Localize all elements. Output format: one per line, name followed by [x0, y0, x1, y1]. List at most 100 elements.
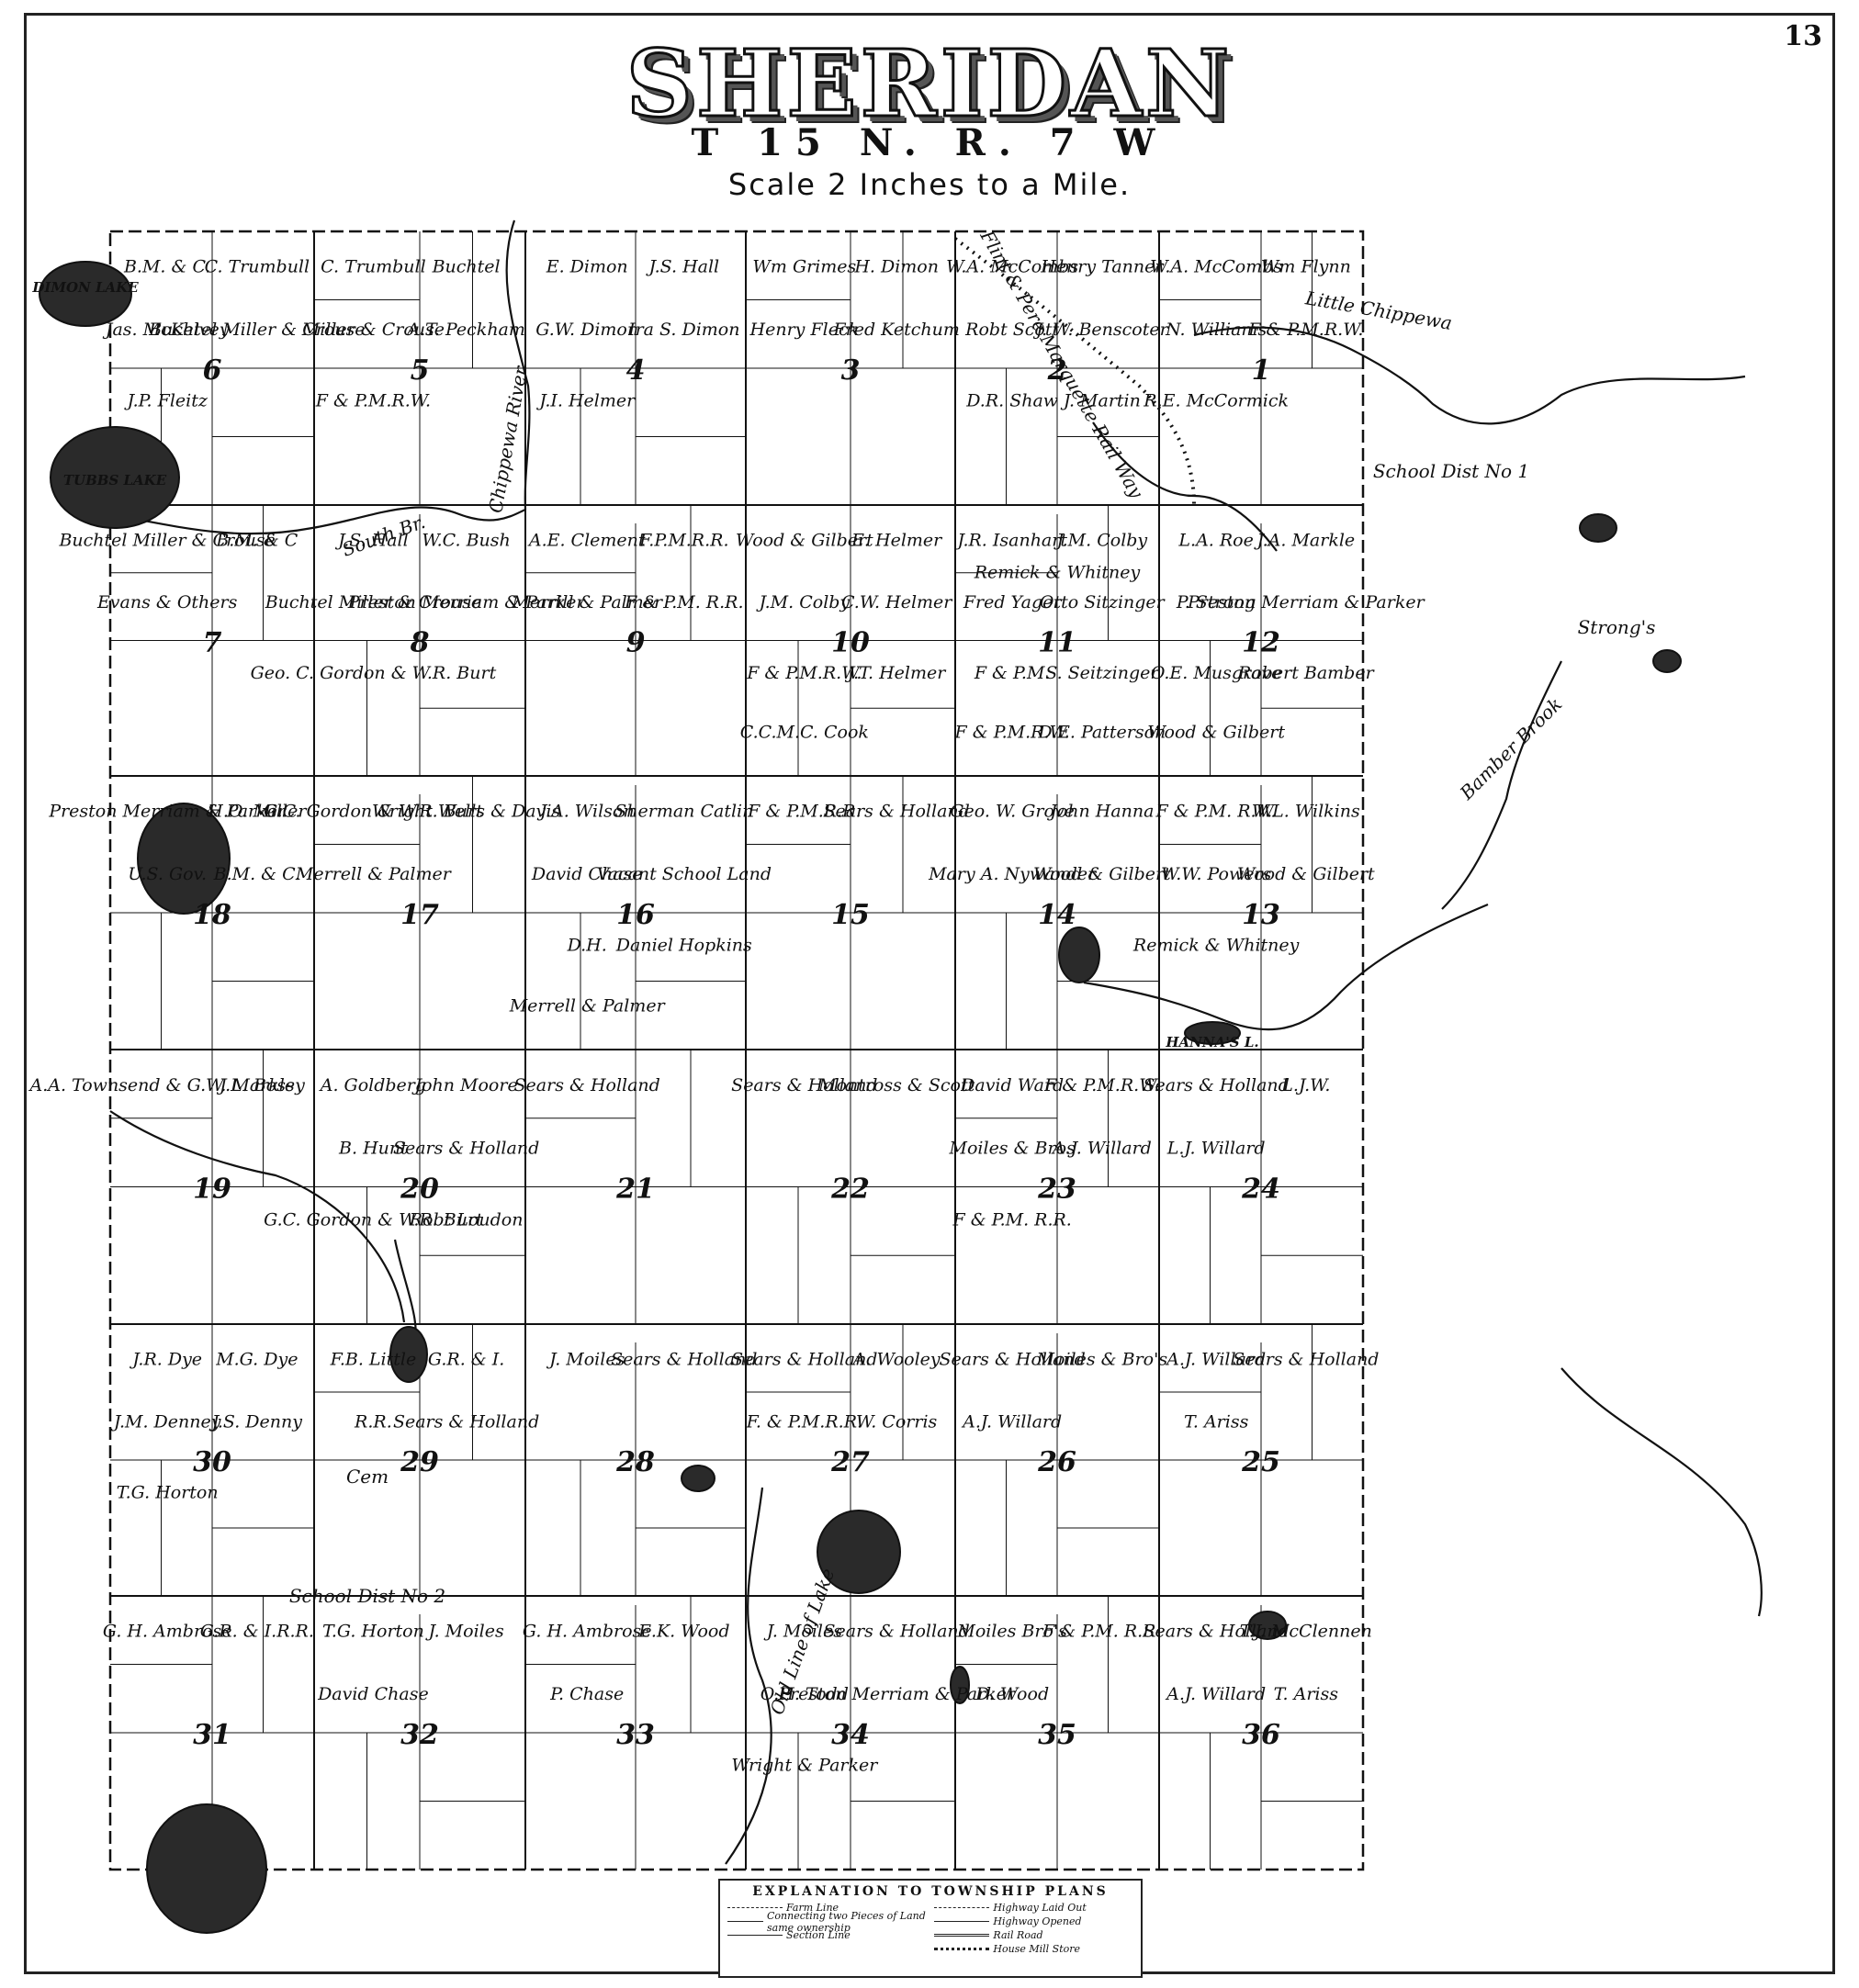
river: [1083, 903, 1489, 1031]
owner-label: F. & P.M.R.R.: [746, 1411, 862, 1432]
owner-label: J.A. Wilson: [536, 802, 635, 822]
section-number-7: 7: [203, 627, 222, 659]
owner-label: Buchtel: [432, 257, 501, 277]
owner-label: W.L. Wilkins: [1252, 802, 1360, 822]
owner-label: Sears & Holland: [824, 1622, 970, 1642]
owner-label: L.A. Roe: [1177, 530, 1253, 550]
owner-label: Geo. C. Gordon & W.R. Burt: [251, 663, 497, 683]
owner-label: Buchtel Miller & Crouse: [148, 320, 365, 340]
owner-label: A. Goldberg: [319, 1075, 426, 1095]
section-number-8: 8: [410, 627, 430, 659]
legend-item-house-mill-store: House Mill Store: [934, 1942, 1133, 1956]
river: [109, 1110, 406, 1323]
legend-title: EXPLANATION TO TOWNSHIP PLANS: [752, 1884, 1109, 1899]
owner-label: Wood & Gilbert: [736, 530, 873, 550]
owner-label: W.W. Powers: [1161, 864, 1272, 884]
owner-label: Preston Merriam & Parker: [48, 802, 287, 822]
owner-label: B.M. & C.: [123, 257, 210, 277]
owner-label: J.M. Colby: [1053, 530, 1148, 550]
strongs-label: Strong's: [1578, 616, 1656, 638]
page-number: 13: [1784, 20, 1822, 52]
owner-label: C.C.M.C. Cook: [740, 723, 869, 743]
owner-label: F & P.M.R.W.: [1043, 1075, 1159, 1095]
owner-label: G.C. Gordon & W.R. Burt: [264, 802, 483, 822]
owner-label: R.E. McCormick: [1143, 391, 1289, 411]
legend: EXPLANATION TO TOWNSHIP PLANS Farm Line …: [718, 1879, 1143, 1978]
school-dist-1-label: School Dist No 1: [1373, 460, 1529, 482]
owner-label: G. H. Ambrose: [523, 1622, 652, 1642]
owner-label: U.S. Gov.: [128, 864, 207, 884]
hoke-lake: [137, 803, 231, 915]
owner-label: Sears & Holland: [1144, 1075, 1290, 1095]
legend-left: Farm Line Connecting two Pieces of Land …: [727, 1901, 927, 1956]
section-number-33: 33: [616, 1719, 655, 1751]
township-range: T 15 N. R. 7 W: [691, 121, 1168, 164]
owner-label: John Hanna: [1046, 802, 1154, 822]
owner-label: B.M. & C: [215, 530, 298, 550]
owner-label: J.R. Dye: [129, 1349, 202, 1369]
section-number-27: 27: [830, 1446, 870, 1478]
section-number-16: 16: [616, 899, 655, 931]
owner-label: Sears & Holland: [1144, 1622, 1290, 1642]
owner-label: J.M. Colby: [756, 592, 851, 612]
owner-label: F & P.M.: [974, 663, 1051, 683]
owner-label: J. W. Benscoter: [1032, 320, 1170, 340]
owner-label: Preston Merriam & Parker: [347, 592, 587, 612]
owner-label: Preston Merriam & Parker: [777, 1684, 1017, 1704]
pond-section-34: [950, 1666, 970, 1704]
section-number-26: 26: [1037, 1446, 1076, 1478]
owner-label: Wm Grimes: [752, 257, 856, 277]
owner-label: A.E. Clement: [527, 530, 646, 550]
owner-label: J.S. Hall: [334, 530, 409, 550]
owner-label: J.S. Denny: [208, 1411, 303, 1432]
cemetery-label: Cem: [346, 1466, 389, 1488]
owner-label: Ira S. Dimon: [627, 320, 739, 340]
section-number-34: 34: [831, 1719, 870, 1751]
water-features: [39, 219, 1763, 1934]
owner-label: A.T. Peckham: [405, 320, 525, 340]
lake-section-29: [389, 1326, 428, 1383]
owner-label: T. Ariss: [1274, 1684, 1339, 1704]
pond-section-12: [1652, 649, 1682, 673]
owner-label: Henry Fleck: [749, 320, 860, 340]
owner-label: T. Ariss: [1184, 1411, 1249, 1432]
owner-label: A.A. Townsend & G.W. Markley: [28, 1075, 305, 1095]
hannas-lake-label: HANNA'S L.: [1165, 1034, 1258, 1050]
owner-label: Fred Ketchum: [832, 320, 959, 340]
owner-label: Henry Tanner: [1040, 257, 1165, 277]
section-number-15: 15: [831, 899, 870, 931]
owner-label: J.P. Fleitz: [123, 391, 208, 411]
owner-label: J.T. Helmer: [844, 663, 947, 683]
section-number-11: 11: [1038, 627, 1076, 659]
owner-label: Jas. McKelvey: [102, 320, 230, 340]
owner-label: Daniel Hopkins: [615, 936, 752, 956]
owner-label: J. Moiles: [546, 1349, 625, 1369]
section-number-21: 21: [615, 1174, 655, 1206]
owner-label: J.S. Hall: [645, 257, 719, 277]
owner-label: F & P.M. R.R.: [952, 1209, 1071, 1230]
section-number-31: 31: [193, 1719, 231, 1751]
owner-label: B. Hunt: [338, 1139, 408, 1159]
owner-label: W.A. McCombs: [1150, 257, 1282, 277]
owner-label: Merrell & Palmer: [509, 995, 667, 1016]
section-number-36: 36: [1242, 1719, 1280, 1751]
section-number-4: 4: [626, 354, 646, 387]
owner-label: G.C. Gordon & W.R. Burt: [264, 1209, 483, 1230]
hannas-lake-outlet: [1184, 1021, 1241, 1045]
owner-label: M.G. Dye: [215, 1349, 298, 1369]
owner-label: Robt Loudon: [409, 1209, 524, 1230]
map-scale: Scale 2 Inches to a Mile.: [727, 167, 1132, 202]
owner-label: Sears & Holland: [611, 1349, 757, 1369]
owner-label: Wm Flynn: [1261, 257, 1351, 277]
strongs-pond: [1579, 513, 1617, 543]
owner-label: F & P.M. R.R.: [624, 592, 743, 612]
section-number-9: 9: [626, 627, 646, 659]
lake-section-28: [817, 1510, 901, 1594]
owner-label: Merrill & Palmer: [511, 592, 664, 612]
railway: [953, 237, 1196, 506]
owner-label: S. Seitzinger: [1045, 663, 1160, 683]
section-number-19: 19: [193, 1174, 231, 1206]
owner-label: J.L. Boss: [216, 1075, 295, 1095]
owner-label: F & P.M.R.W.: [1247, 320, 1363, 340]
dimon-lake: [39, 261, 132, 327]
